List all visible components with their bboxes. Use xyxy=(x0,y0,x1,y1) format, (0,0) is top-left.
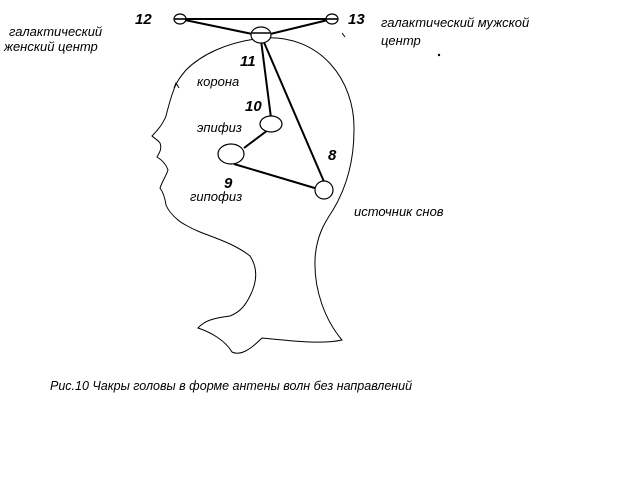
line-13-to-11 xyxy=(261,18,333,37)
chakra-node-9 xyxy=(217,143,245,165)
label-13: 13 xyxy=(348,11,365,28)
epiphysis-label: эпифиз xyxy=(197,120,242,135)
dot-mark xyxy=(437,53,441,57)
head-outline xyxy=(151,37,355,354)
label-12: 12 xyxy=(135,11,152,28)
line-11-to-8 xyxy=(262,39,326,185)
dream-source-label: источник снов xyxy=(354,204,444,219)
female-center-label-line2: женский центр xyxy=(3,39,98,54)
male-center-label-line1: галактический мужской xyxy=(381,15,529,30)
corona-tick xyxy=(173,81,180,89)
hypophysis-label: гипофиз xyxy=(190,189,242,204)
line-11-to-10 xyxy=(260,39,272,119)
line-10-to-9 xyxy=(243,129,269,149)
chakra-node-11 xyxy=(250,26,272,44)
label-11: 11 xyxy=(240,53,256,70)
chakra-node-8 xyxy=(314,180,334,200)
line-12-to-11 xyxy=(179,18,263,37)
label-10: 10 xyxy=(245,98,262,115)
female-center-label-line1: галактический xyxy=(9,24,102,39)
tick-mark xyxy=(341,32,346,38)
label-9: 9 xyxy=(224,175,233,192)
corona-label: корона xyxy=(197,74,239,89)
line-9-to-8 xyxy=(233,163,319,190)
figure-caption: Рис.10 Чакры головы в форме антены волн … xyxy=(50,379,412,393)
chakra-node-10 xyxy=(259,115,283,133)
label-8: 8 xyxy=(328,147,337,164)
male-center-label-line2: центр xyxy=(381,33,421,48)
